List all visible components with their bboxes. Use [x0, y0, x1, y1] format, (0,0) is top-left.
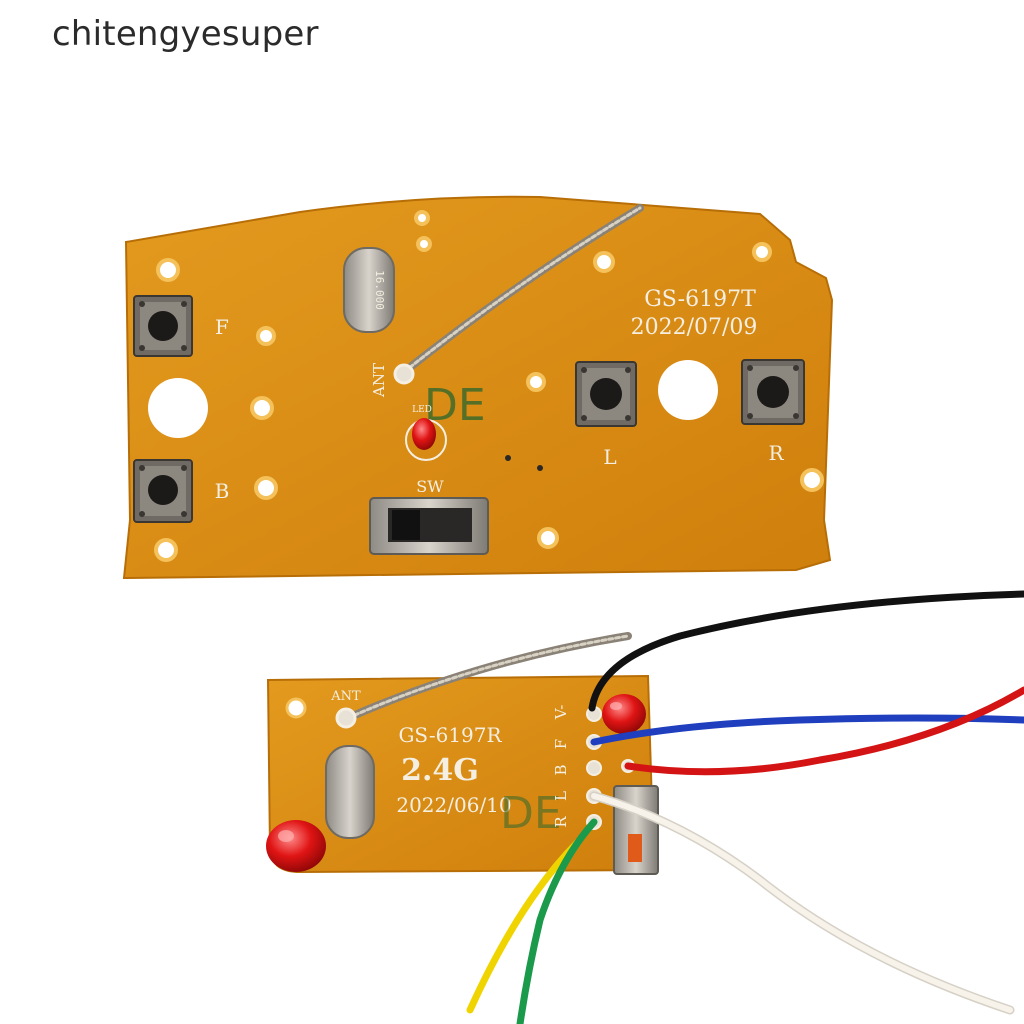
- label-r: R: [768, 441, 784, 465]
- receiver-hole: [285, 697, 307, 719]
- button-b: [133, 459, 193, 523]
- model-label: GS-6197T: [644, 287, 756, 312]
- receiver-model-label: GS-6197R: [398, 723, 502, 747]
- led-indicator: [405, 418, 447, 461]
- receiver-led-right: [602, 694, 646, 734]
- receiver-date-label: 2022/06/10: [396, 793, 511, 817]
- large-hole-right: [658, 360, 718, 420]
- label-l: L: [603, 445, 616, 469]
- pin-label-r: R: [552, 816, 570, 828]
- crystal-text: 16.000: [373, 270, 386, 310]
- receiver-crystal: [325, 745, 375, 839]
- crystal-oscillator: 16.000: [343, 247, 395, 333]
- button-r: [741, 359, 805, 425]
- label-led: LED: [412, 405, 432, 415]
- de-marking: DE: [424, 380, 486, 431]
- receiver-switch: [613, 785, 659, 875]
- pin-label-l: L: [552, 791, 570, 801]
- wire-blue: [590, 714, 1024, 746]
- wire-yellow: [466, 838, 582, 1014]
- receiver-board: ANT GS-6197R 2.4G 2022/06/10 DE V- F B L…: [266, 632, 659, 875]
- date-label: 2022/07/09: [631, 315, 758, 340]
- wire-black: [588, 590, 1024, 712]
- antenna-wire: [393, 204, 644, 385]
- receiver-antenna: [335, 632, 632, 729]
- wire-green: [516, 818, 598, 1024]
- label-sw: SW: [416, 477, 444, 496]
- wires: [466, 590, 1024, 1024]
- receiver-led-left: [266, 820, 326, 872]
- receiver-pin-labels: V- F B L R: [552, 705, 570, 828]
- watermark-text: chitengyesuper: [52, 14, 319, 54]
- receiver-freq-label: 2.4G: [401, 753, 479, 788]
- label-f: F: [215, 315, 229, 339]
- label-ant: ANT: [370, 363, 388, 398]
- pin-label-b: B: [552, 764, 570, 775]
- label-b: B: [215, 479, 230, 503]
- wire-white: [591, 793, 1013, 1013]
- pin-label-v: V-: [552, 705, 570, 721]
- mounting-holes: [154, 210, 824, 562]
- receiver-label-ant: ANT: [330, 689, 361, 704]
- large-hole-left: [148, 378, 208, 438]
- button-l: [575, 361, 637, 427]
- pin-label-f: F: [552, 739, 570, 749]
- receiver-de-marking: DE: [500, 788, 562, 839]
- button-f: [133, 295, 193, 357]
- wire-red: [624, 686, 1024, 776]
- transmitter-board: 16.000 ANT DE LED GS-6197T 2022/07/09 SW: [122, 195, 834, 580]
- slide-switch: [369, 497, 489, 555]
